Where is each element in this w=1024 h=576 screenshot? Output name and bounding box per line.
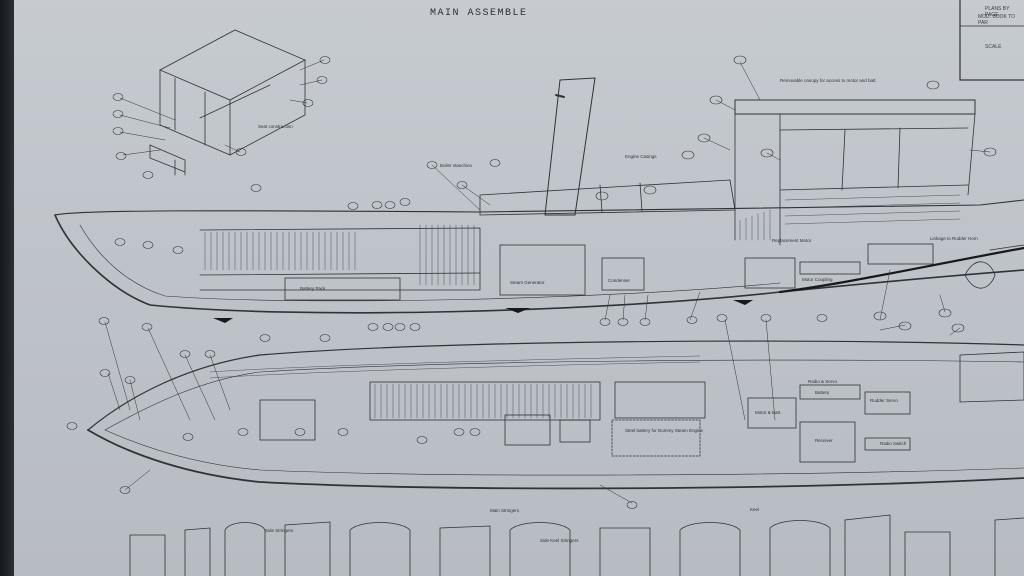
title-block-line2: MOD. BOOK TO PAR xyxy=(978,14,1016,26)
title-block xyxy=(959,0,1024,81)
label-battery-pack: Battery Pack xyxy=(300,286,326,291)
label-radio-servo: Radio & Servo xyxy=(808,379,838,384)
seat-construction-detail xyxy=(149,29,306,176)
label-rudder-servo: Rudder Servo xyxy=(870,398,898,403)
label-radio-switch: Radio Switch xyxy=(880,441,907,446)
label-boiler-stanchion: Boiler stanchion xyxy=(440,163,473,168)
label-keel: Keel xyxy=(750,507,760,512)
title-block-line1: PLANS BY PAGE xyxy=(985,6,1010,18)
label-seat-construction: Seat construction xyxy=(258,124,293,129)
label-linkage-rudder: Linkage to Rudder Horn xyxy=(930,236,978,241)
leader-lines xyxy=(104,59,991,504)
canopy xyxy=(734,99,976,246)
label-dummy-engine: Steel battery for Dummy Steam Engine xyxy=(625,428,704,433)
title-block-line3: SCALE xyxy=(985,44,1002,50)
plan-view-hull xyxy=(87,340,1024,490)
label-steam-generator: Steam Generator xyxy=(510,280,545,285)
label-engine-casing: Engine Casings xyxy=(625,154,657,159)
callout-bubbles xyxy=(66,55,997,509)
label-side-stringers: Side Stringers xyxy=(265,528,294,533)
funnel xyxy=(544,77,596,216)
label-replacement-motor: Replacement Motor xyxy=(772,238,812,243)
keel-pads xyxy=(213,300,753,323)
engine-casing xyxy=(479,179,736,216)
label-removable-canopy: Removable canopy for access to motor and… xyxy=(780,78,877,83)
dark-background-edge xyxy=(0,0,14,576)
label-motor-batt: Motor & Batt. xyxy=(755,410,782,415)
planking-hatch xyxy=(204,194,961,286)
side-elevation-hull xyxy=(54,199,1024,314)
label-condenser: Condenser xyxy=(608,278,631,283)
drawing-title: MAIN ASSEMBLE xyxy=(430,8,528,19)
plan-planking xyxy=(209,355,701,419)
label-battery-box: Battery xyxy=(815,390,830,395)
label-receiver: Receiver xyxy=(815,438,833,443)
label-main-stringers: Main Stringers xyxy=(490,508,520,513)
frame-sections xyxy=(129,514,1024,576)
label-motor-coupling: Motor Coupling xyxy=(802,277,833,282)
label-side-keel: Side Keel Stringers xyxy=(540,538,579,543)
